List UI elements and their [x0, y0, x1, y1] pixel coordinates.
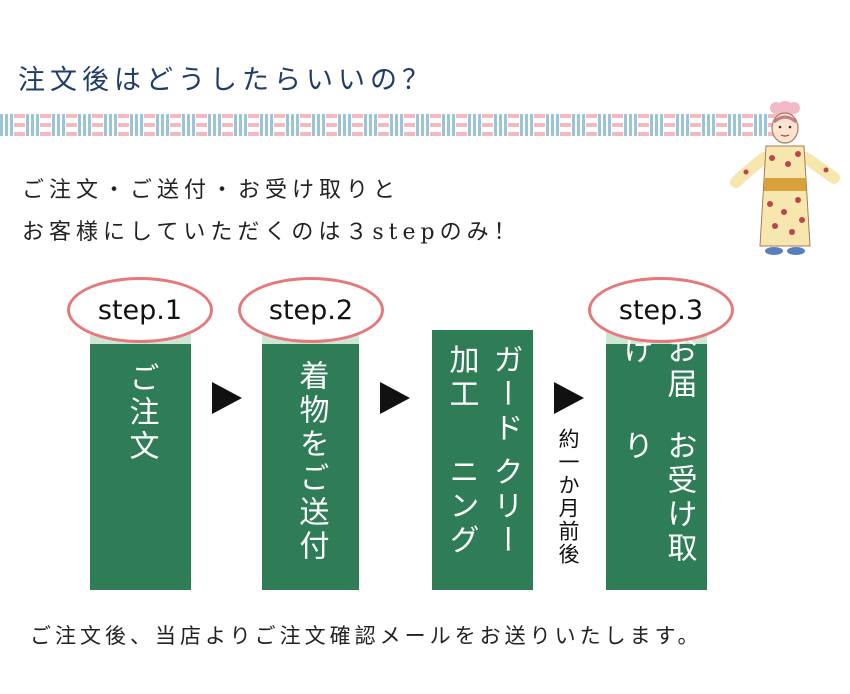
- duration-note: 約一か月前後: [556, 428, 580, 566]
- step-3-text: お届け お受け取り: [606, 334, 707, 590]
- arrow-right-icon: [380, 382, 410, 414]
- page-title: 注文後はどうしたらいいの？: [18, 65, 434, 96]
- cleaning-box: ガード加工 クリーニング: [432, 330, 533, 590]
- cleaning-text-col2: クリーニング: [443, 455, 523, 558]
- step-2-label: step.2: [238, 277, 384, 343]
- step-1-text: ご注文: [123, 362, 159, 464]
- step-1-box: ご注文: [90, 330, 191, 590]
- footer-note: ご注文後、当店よりご注文確認メールをお送りいたします。: [30, 624, 703, 648]
- step-3-text-col2: お受け取り: [617, 430, 697, 566]
- step-2-box: 着物をご送付: [262, 330, 359, 590]
- cleaning-text-col1: ガード加工: [443, 344, 523, 446]
- arrow-right-icon: [554, 382, 584, 414]
- kimono-lady-illustration: [730, 101, 840, 255]
- arrow-right-icon: [212, 382, 242, 414]
- decorative-border-pink: [0, 114, 790, 136]
- step-3-box: お届け お受け取り: [606, 330, 707, 590]
- step-3-text-col1: お届け: [617, 334, 697, 402]
- intro-line-1: ご注文・ご送付・お受け取りと: [22, 178, 401, 203]
- step-3-label: step.3: [588, 277, 734, 343]
- step-2-text: 着物をご送付: [293, 360, 329, 564]
- step-1-label: step.1: [67, 277, 213, 343]
- cleaning-text: ガード加工 クリーニング: [432, 344, 533, 590]
- intro-line-2: お客様にしていただくのは３stepのみ！: [22, 220, 521, 245]
- intro-text: ご注文・ご送付・お受け取りと お客様にしていただくのは３stepのみ！: [22, 170, 521, 254]
